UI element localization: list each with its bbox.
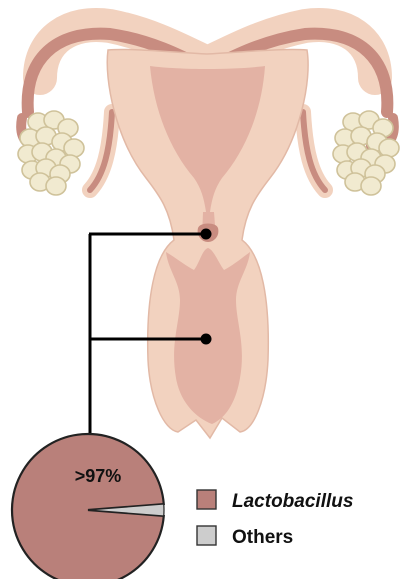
ovary-follicle	[46, 177, 66, 195]
sample-dot-cervix	[201, 229, 212, 240]
pie-chart	[12, 434, 164, 579]
ovary-right	[333, 111, 399, 195]
legend-label-lactobacillus: Lactobacillus	[232, 491, 353, 512]
ovary-follicle	[379, 139, 399, 157]
legend: Lactobacillus Others	[197, 490, 353, 548]
pie-percent-label: >97%	[75, 466, 122, 486]
sample-dot-vagina	[201, 334, 212, 345]
ovary-left	[18, 111, 84, 195]
ovary-follicle	[361, 177, 381, 195]
ovary-follicle	[64, 139, 84, 157]
legend-swatch-lactobacillus	[197, 490, 216, 509]
legend-swatch-others	[197, 526, 216, 545]
legend-label-others: Others	[232, 527, 293, 548]
